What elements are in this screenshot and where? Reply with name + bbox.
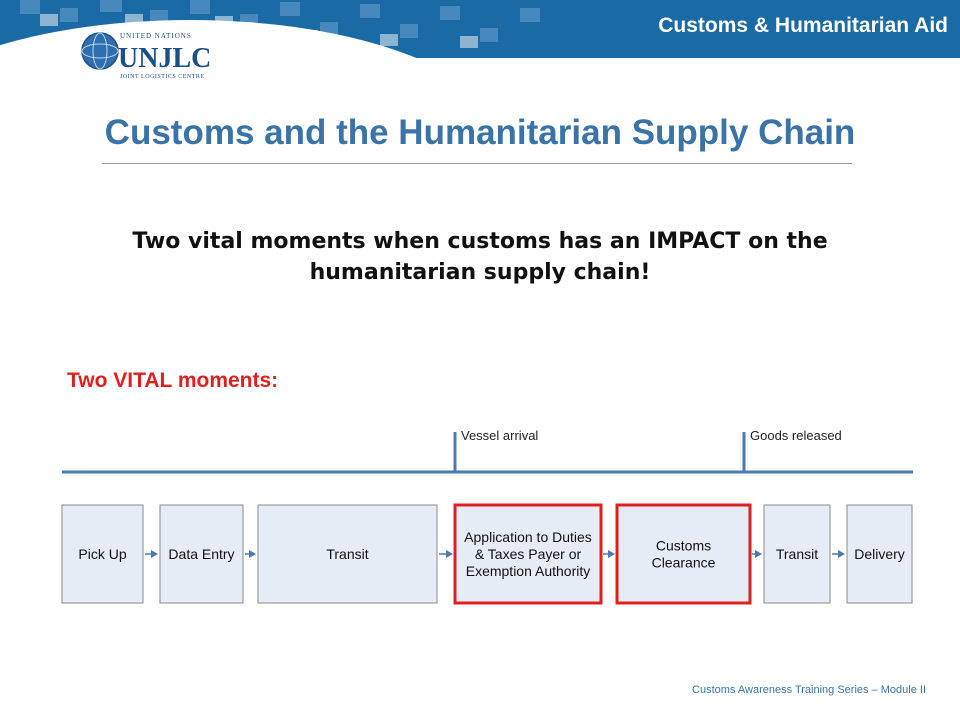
- flow-step-label: & Taxes Payer or: [475, 546, 582, 562]
- flow-step: Transit: [257, 504, 438, 604]
- logo-main: UNJLC: [118, 43, 211, 74]
- flow-step: Pick Up: [61, 504, 144, 604]
- flow-arrow: [439, 550, 453, 558]
- vital-moments-label: Two VITAL moments:: [67, 369, 279, 392]
- flow-arrow: [832, 550, 845, 558]
- flow-step-label: Pick Up: [78, 546, 126, 562]
- supply-chain-diagram: Vessel arrival Goods released Pick Up Data…: [61, 428, 913, 605]
- footer-text: Customs Awareness Training Series – Modu…: [692, 684, 926, 696]
- flow-step: Transit: [763, 504, 831, 604]
- flow-step-label: Delivery: [854, 546, 905, 562]
- unjlc-logo: UNITED NATIONS UNJLC JOINT LOGISTICS CEN…: [81, 32, 211, 80]
- flow-step: Application to Duties& Taxes Payer orExe…: [453, 503, 603, 605]
- timeline-marker: Goods released: [742, 428, 842, 472]
- header-title: Customs & Humanitarian Aid: [658, 14, 948, 37]
- logo-line1: UNITED NATIONS: [120, 32, 192, 40]
- flow-step-box-highlighted: [615, 503, 752, 605]
- flow-step-box: [846, 504, 913, 604]
- timeline-marker-label: Vessel arrival: [461, 428, 538, 443]
- subtitle-line-2: humanitarian supply chain!: [309, 260, 651, 285]
- flow-arrow: [752, 550, 762, 558]
- flow-step-box: [763, 504, 831, 604]
- flow-step: Delivery: [846, 504, 913, 604]
- flow-step-box-highlighted: [453, 503, 603, 605]
- flow-step-label: Data Entry: [168, 546, 234, 562]
- flow-step-label: Transit: [326, 546, 368, 562]
- flow-step-label: Clearance: [652, 555, 716, 571]
- slide-subtitle: Two vital moments when customs has an IM…: [80, 226, 880, 288]
- title-divider: [102, 163, 852, 164]
- timeline-marker-label: Goods released: [750, 428, 842, 443]
- flow-step-box: [159, 504, 244, 604]
- flow-step-label: Exemption Authority: [466, 563, 591, 579]
- flow-arrow: [603, 550, 615, 558]
- logo-line2: JOINT LOGISTICS CENTRE: [120, 74, 205, 80]
- flow-step: Data Entry: [159, 504, 244, 604]
- slide-title: Customs and the Humanitarian Supply Chai…: [104, 113, 856, 152]
- subtitle-line-1: Two vital moments when customs has an IM…: [132, 229, 828, 254]
- flow-step-label: Customs: [656, 538, 711, 554]
- flow-step-box: [61, 504, 144, 604]
- header-band: Customs & Humanitarian Aid: [0, 0, 960, 58]
- flow-step-label: Application to Duties: [464, 529, 592, 545]
- flow-step-box: [257, 504, 438, 604]
- timeline-marker: Vessel arrival: [453, 428, 538, 472]
- flow-arrow: [245, 550, 256, 558]
- flow-step-label: Transit: [776, 546, 818, 562]
- flow-arrow: [145, 550, 158, 558]
